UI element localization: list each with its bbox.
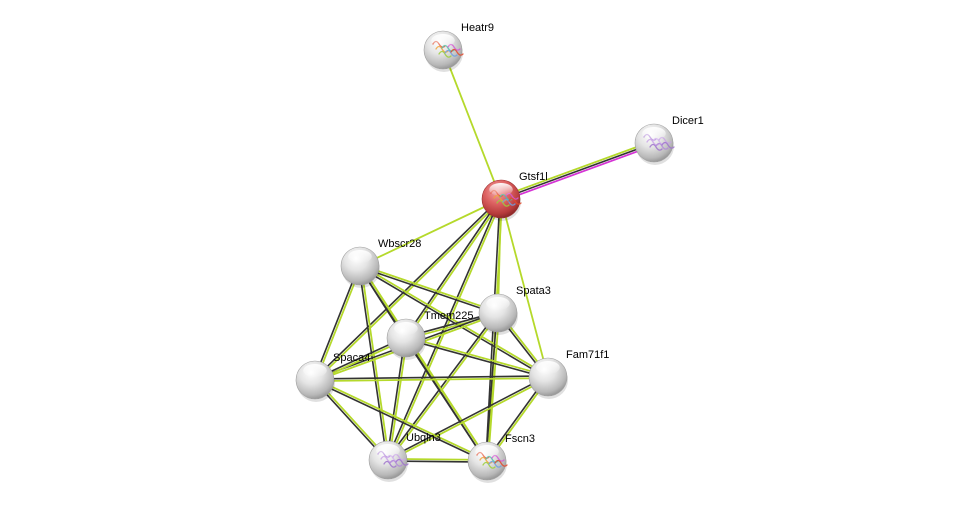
edge-line-textmining (499, 140, 654, 198)
node-label-wbscr28: Wbscr28 (378, 238, 421, 250)
node-highlight (376, 444, 400, 457)
edge-line-coexpression (485, 312, 498, 461)
edge-spata3-fscn3[interactable] (485, 312, 500, 462)
node-highlight (431, 34, 455, 47)
edge-line-coexpression (359, 266, 548, 379)
edge-line-coexpression (314, 380, 487, 463)
edge-line-coexpression (405, 338, 548, 379)
edge-line-coexpression (386, 337, 406, 460)
node-spata3[interactable]: Spata3 (478, 285, 551, 335)
node-label-heatr9: Heatr9 (461, 22, 494, 34)
edge-line-textmining (406, 336, 489, 461)
edge-gtsf1l-spaca4[interactable] (313, 197, 503, 382)
node-heatr9[interactable]: Heatr9 (423, 22, 494, 72)
node-label-spaca4: Spaca4 (333, 352, 370, 364)
node-label-dicer1: Dicer1 (672, 115, 704, 127)
edge-wbscr28-ubqln3[interactable] (358, 265, 390, 461)
edge-line-textmining (315, 266, 362, 381)
node-label-tmem225: Tmem225 (424, 310, 474, 322)
edge-line-textmining (500, 198, 549, 378)
node-fscn3[interactable]: Fscn3 (467, 433, 535, 483)
edge-line-coexpression (313, 265, 360, 380)
edge-line-textmining (487, 313, 500, 462)
edge-gtsf1l-wbscr28[interactable] (359, 198, 502, 267)
node-label-spata3: Spata3 (516, 285, 551, 297)
edge-line-textmining (360, 264, 550, 377)
edge-wbscr28-spata3[interactable] (359, 264, 499, 315)
edge-line-textmining (388, 338, 408, 461)
edge-line-textmining (442, 49, 502, 200)
edge-line-textmining (360, 265, 390, 460)
edge-tmem225-fam71f1[interactable] (405, 336, 549, 379)
edge-line-textmining (406, 336, 549, 377)
node-spaca4[interactable]: Spaca4 (295, 352, 370, 402)
edge-line-coexpression (387, 375, 548, 460)
edge-line-coexpression (404, 197, 501, 338)
node-ubqln3[interactable]: Ubqln3 (368, 432, 441, 482)
edge-line-coexpression (404, 338, 487, 463)
node-tmem225[interactable]: Tmem225 (386, 310, 474, 360)
edge-line-textmining (315, 199, 503, 382)
edge-gtsf1l-tmem225[interactable] (404, 197, 503, 340)
edge-fam71f1-ubqln3[interactable] (387, 375, 549, 462)
node-gtsf1l[interactable]: Gtsf1l (481, 171, 548, 221)
node-highlight (303, 364, 327, 377)
edge-line-coexpression (500, 142, 655, 200)
edge-gtsf1l-dicer1[interactable] (499, 140, 656, 202)
node-label-gtsf1l: Gtsf1l (519, 171, 548, 183)
node-highlight (489, 183, 513, 196)
edge-line-experimental (501, 144, 656, 202)
edge-line-textmining (360, 264, 499, 313)
nodes-layer: Heatr9Dicer1Gtsf1lWbscr28Spata3Tmem225Fa… (295, 22, 704, 483)
edge-line-textmining (388, 377, 549, 462)
edge-line-textmining (388, 313, 500, 462)
edge-spata3-ubqln3[interactable] (386, 311, 500, 462)
edge-tmem225-ubqln3[interactable] (386, 337, 408, 461)
edge-wbscr28-fam71f1[interactable] (359, 264, 550, 379)
edge-line-coexpression (386, 311, 498, 460)
node-highlight (642, 127, 666, 140)
node-dicer1[interactable]: Dicer1 (634, 115, 704, 165)
edge-line-textmining (406, 199, 503, 340)
edge-line-textmining (315, 378, 488, 461)
edge-spaca4-fscn3[interactable] (314, 378, 488, 463)
node-fam71f1[interactable]: Fam71f1 (528, 349, 609, 399)
edge-gtsf1l-fam71f1[interactable] (500, 198, 549, 378)
edge-wbscr28-spaca4[interactable] (313, 265, 362, 381)
node-highlight (348, 250, 372, 263)
node-highlight (394, 322, 418, 335)
node-highlight (486, 297, 510, 310)
node-label-fscn3: Fscn3 (505, 433, 535, 445)
edge-line-coexpression (314, 375, 548, 380)
edge-tmem225-fscn3[interactable] (404, 336, 489, 463)
node-wbscr28[interactable]: Wbscr28 (340, 238, 421, 288)
edge-line-coexpression (358, 266, 388, 461)
node-label-fam71f1: Fam71f1 (566, 349, 609, 361)
edge-fam71f1-spaca4[interactable] (314, 375, 549, 382)
edge-line-textmining (388, 199, 503, 461)
node-label-ubqln3: Ubqln3 (406, 432, 441, 444)
edge-line-textmining (359, 198, 502, 267)
edge-line-textmining (315, 377, 549, 382)
edge-line-coexpression (313, 197, 501, 380)
edge-gtsf1l-heatr9[interactable] (442, 49, 502, 200)
edge-line-coexpression (359, 266, 498, 315)
node-highlight (536, 361, 560, 374)
node-highlight (475, 445, 499, 458)
